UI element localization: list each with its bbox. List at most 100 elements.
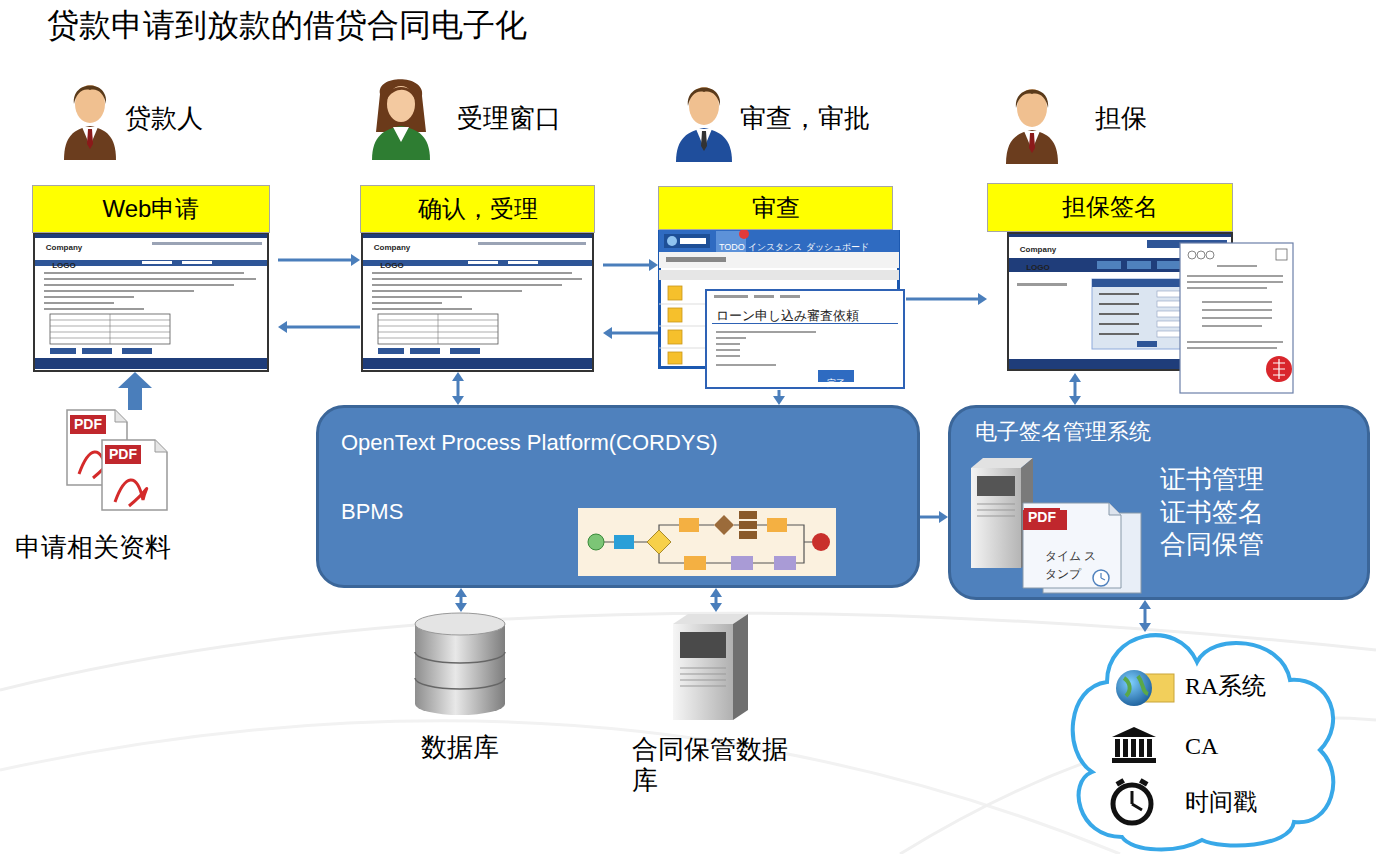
step-header: 确认，受理 (418, 195, 538, 224)
workflow-app-screenshot-part (659, 252, 899, 268)
connector-line (612, 332, 658, 335)
workflow-app-screenshot-part-part (668, 352, 682, 364)
arrowhead (1069, 373, 1081, 382)
connector-line (128, 388, 142, 410)
diagram-title-box: 贷款申请到放款的借贷合同电子化 (47, 6, 527, 44)
dialog-title-box: ローン申し込み審査依頼 (716, 306, 859, 324)
logo-text-box: Company LOGO (370, 236, 414, 272)
cloud-services-part (1073, 635, 1334, 849)
role-label: 受理窗口 (457, 103, 561, 133)
process-flow-thumbnail-part (774, 556, 796, 570)
web-form-screenshot-part (35, 358, 267, 369)
step-header: 审查 (752, 194, 800, 223)
web-form-screenshot-part (468, 261, 498, 264)
web-form-screenshot-part-part (44, 302, 114, 304)
signature-screenshot-part-part (1099, 293, 1139, 295)
connector-line (460, 597, 463, 603)
cloud-services-part (1115, 739, 1152, 757)
connector (773, 390, 785, 405)
background-art-part (0, 721, 1120, 854)
logo-text-box: Company LOGO (1016, 238, 1060, 274)
web-form-screenshot-part (378, 314, 498, 344)
process-flow-thumbnail-part (578, 508, 836, 576)
web-form-screenshot-part (142, 261, 172, 264)
workflow-app-screenshot-part (739, 229, 749, 239)
web-form-screenshot-part (35, 234, 267, 238)
web-form-screenshot-part (372, 272, 582, 310)
web-form-screenshot-part (362, 233, 593, 371)
step-header-box: Web申请 (32, 185, 270, 233)
platform-subtitle: BPMS (341, 499, 403, 524)
connector-line (906, 298, 978, 301)
web-form-screenshot-part (50, 314, 170, 344)
role-label-box: 审查，审批 (740, 103, 870, 134)
signature-screenshot-part (1273, 359, 1285, 379)
web-form-screenshot-part-part (44, 284, 234, 286)
server-tower-part (733, 614, 748, 720)
menu-item: ダッシュボード (806, 242, 869, 252)
signature-server-art-part (977, 476, 1015, 496)
signature-screenshot-part-part (1202, 309, 1272, 311)
signature-screenshot-part (1127, 261, 1151, 269)
web-form-screenshot-part (122, 348, 152, 354)
connector-line (287, 326, 360, 329)
connector-line (457, 381, 460, 396)
person-icon-part (676, 128, 732, 162)
role-label-box: 受理窗口 (457, 103, 561, 134)
signature-screenshot-part-part (1099, 313, 1139, 315)
pdf-file-icons-part (115, 410, 127, 422)
person-icon-part (372, 126, 430, 160)
workflow-app-screenshot-part-part (716, 355, 740, 357)
platform-title: OpenText Process Platform(CORDYS) (341, 430, 718, 455)
connector-line (603, 264, 649, 267)
database-caption: 数据库 (421, 732, 499, 762)
workflow-app-screenshot-part (712, 323, 898, 324)
pdf-badge: PDF (105, 445, 141, 464)
person-icon-part (87, 129, 93, 149)
server-tower-part (680, 668, 726, 686)
workflow-app-screenshot-part-part (716, 343, 740, 345)
person-icon-part (1006, 130, 1058, 164)
step-header-box: 担保签名 (987, 183, 1233, 232)
pdf-file-icons-part (115, 480, 147, 506)
web-form-screenshot-part (50, 348, 76, 354)
web-form-screenshot-part (378, 348, 404, 354)
workflow-app-screenshot-part (659, 230, 899, 252)
esign-functions-box: 证书管理 证书签名 合同保管 (1160, 463, 1290, 561)
step-panel: Web申请 (32, 185, 278, 372)
person-icon-part (74, 86, 106, 104)
web-form-screenshot-part-part (44, 278, 256, 280)
logo-text-box: Company LOGO (42, 236, 86, 272)
web-form-screenshot-part (410, 348, 440, 354)
process-flow-thumbnail-part (739, 531, 757, 539)
connector (906, 293, 987, 305)
diagram-title: 贷款申请到放款的借贷合同电子化 (47, 7, 527, 43)
person-icon-part (64, 126, 116, 160)
signature-server-art-part (971, 468, 1021, 568)
web-form-screenshot-part (378, 314, 498, 344)
process-flow-thumbnail-part (647, 530, 671, 554)
web-form-screenshot-part-part (372, 278, 582, 280)
esign-title: 电子签名管理系统 (975, 419, 1151, 444)
person-icon-part (386, 87, 416, 102)
cloud-services-part-part (1147, 739, 1152, 757)
service-name: 时间戳 (1185, 789, 1257, 815)
person-icon (676, 87, 732, 162)
process-flow-thumbnail-part (731, 556, 753, 570)
button-text: 完了 (827, 378, 845, 388)
signature-screenshot-part (1099, 293, 1139, 335)
arrowhead (118, 372, 152, 388)
signature-server-art-part (1023, 503, 1121, 588)
web-form-screenshot-part (50, 314, 170, 344)
arrowhead (351, 254, 360, 266)
web-form-screenshot-part (152, 242, 262, 245)
signature-screenshot-part (1097, 261, 1121, 269)
signature-screenshot-part-part (1099, 323, 1139, 325)
person-icon (64, 85, 116, 160)
signature-screenshot-part-part (1188, 251, 1196, 259)
database-cylinder-part (415, 624, 505, 704)
document-caption-box: 申请相关资料 (5, 532, 180, 563)
server-caption-box: 合同保管数据库 (632, 734, 800, 796)
process-flow-thumbnail-part (714, 515, 734, 535)
process-flow-thumbnail-part (739, 521, 757, 529)
